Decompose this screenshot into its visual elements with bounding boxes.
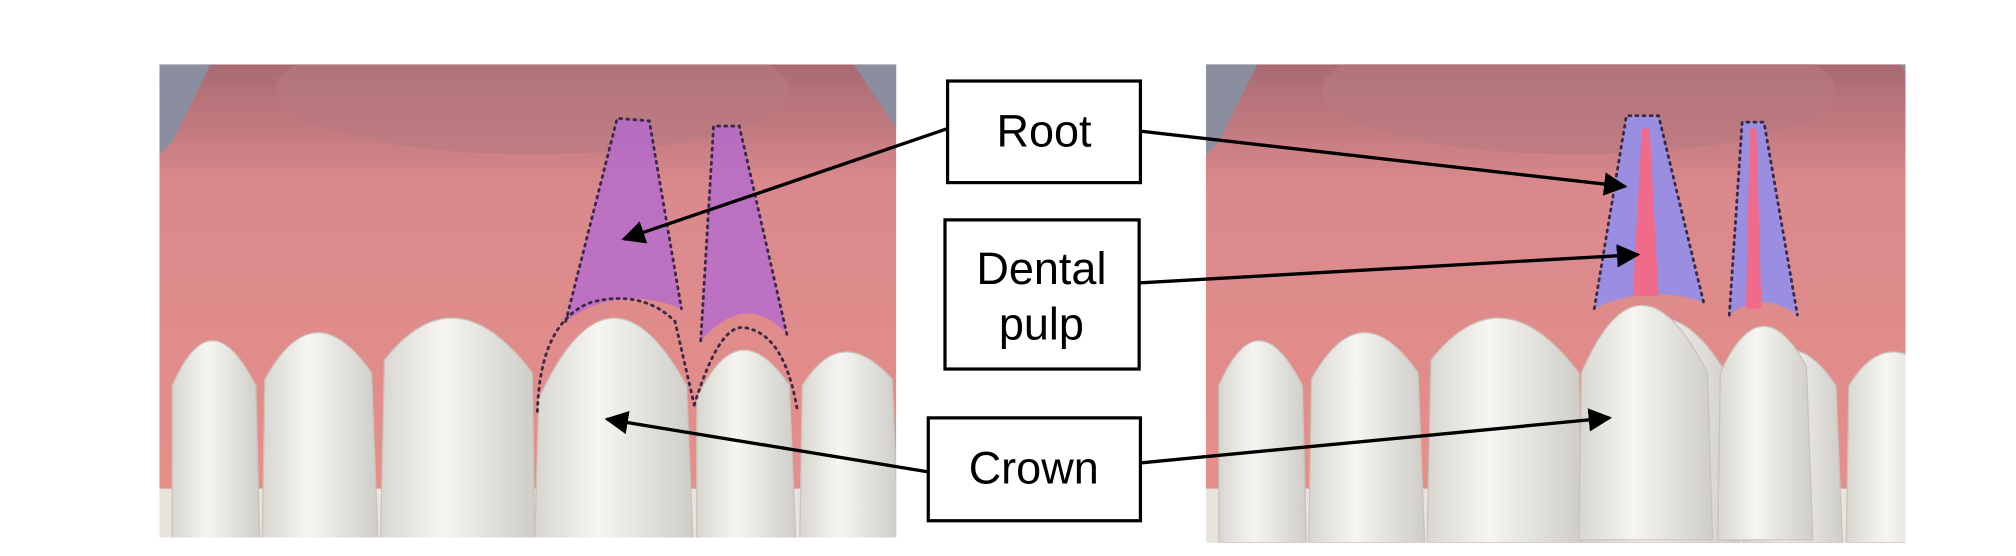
label-crown: Crown (926, 416, 1143, 523)
arrow-crown-left (604, 411, 929, 474)
label-root-text: Root (996, 106, 1092, 157)
arrow-crown-right (1140, 408, 1613, 465)
arrow-root-left (621, 127, 949, 244)
arrow-root-right (1140, 129, 1628, 196)
right-photo-teeth-xray (1206, 64, 1906, 543)
root-xray-2 (1729, 122, 1798, 316)
label-pulp-line1: Dental (976, 243, 1106, 294)
root-overlay-2 (700, 126, 787, 341)
root-overlay-1 (565, 118, 682, 322)
label-root: Root (945, 79, 1143, 185)
label-crown-text: Crown (969, 442, 1099, 493)
pulp-2 (1746, 128, 1762, 309)
label-dental-pulp: Dental pulp (943, 218, 1141, 371)
label-pulp-line2: pulp (999, 298, 1084, 349)
arrow-pulp-right (1139, 244, 1641, 285)
left-photo-teeth (159, 64, 897, 538)
